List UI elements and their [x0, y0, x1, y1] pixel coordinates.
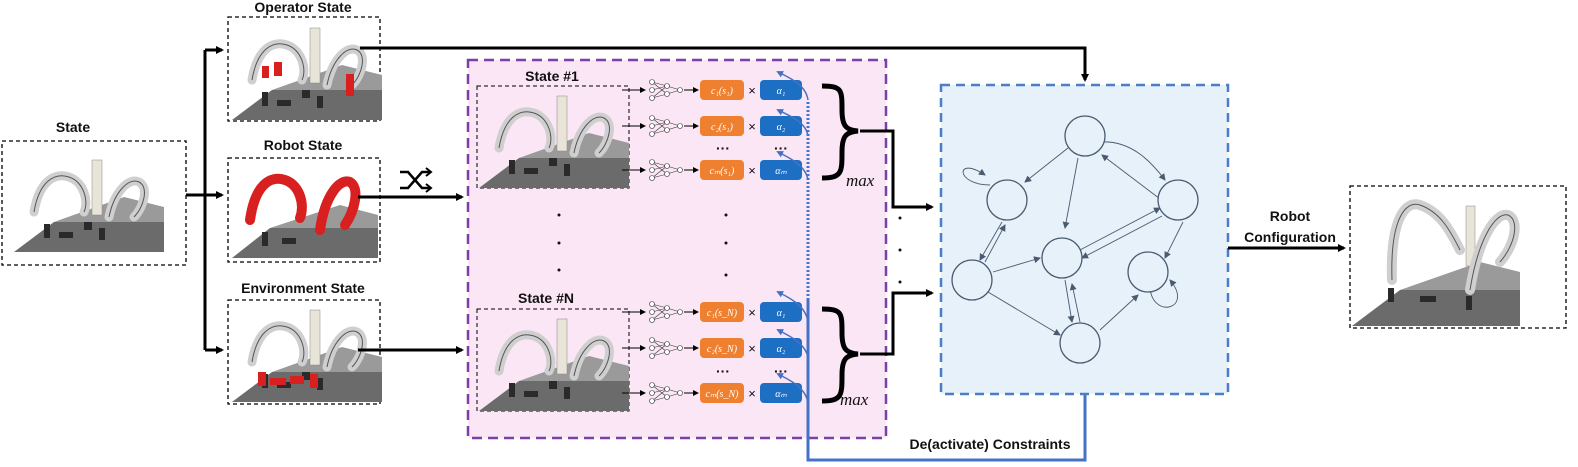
- state-label: State: [56, 119, 90, 135]
- times-symbol: ×: [748, 341, 756, 356]
- constraint-pill: [700, 160, 744, 180]
- constraint-rows-n: c₁(s_N) × α₁ c₂(s_N) × α₂ ··· ··· cₘ(s_N…: [622, 301, 802, 404]
- weight-label: α₂: [777, 122, 786, 133]
- max-label-bottom: max: [840, 390, 869, 409]
- weight-pill: [760, 383, 802, 403]
- deactivate-constraints-label: De(activate) Constraints: [909, 436, 1070, 452]
- robot-configuration-image: [1352, 199, 1520, 326]
- max-brace-top: [821, 83, 859, 181]
- constraint-pill: [700, 338, 744, 358]
- robot-state-label: Robot State: [264, 137, 343, 153]
- constraint-label: cₘ(s₁): [710, 166, 735, 177]
- max-brace-bottom: [821, 306, 859, 404]
- environment-red-objects: [258, 372, 318, 388]
- shuffle-icon: [400, 167, 433, 193]
- nn-icon: [649, 301, 683, 323]
- state-panel: [1, 140, 187, 266]
- split-arrows: [186, 46, 224, 354]
- ellipsis: ···: [716, 363, 730, 379]
- constraint-pill: [700, 383, 744, 403]
- times-symbol: ×: [748, 119, 756, 134]
- constraint-pill: [700, 80, 744, 100]
- environment-state-panel: [227, 299, 381, 405]
- environment-state-label: Environment State: [241, 280, 365, 296]
- operator-red-hands: [262, 62, 354, 96]
- weight-pill: [760, 80, 802, 100]
- ellipsis: ···: [774, 363, 788, 379]
- constraint-label: c₂(s₁): [711, 122, 734, 133]
- constraint-graph: [951, 115, 1199, 364]
- robot-configuration-panel: [1349, 185, 1567, 329]
- operator-state-image: [232, 28, 382, 120]
- deactivate-feedback-line: [776, 71, 1087, 462]
- weight-label: αₘ: [775, 166, 787, 177]
- times-symbol: ×: [748, 163, 756, 178]
- constraint-label: c₁(s₁): [711, 86, 734, 97]
- state-arrows: [358, 46, 1089, 354]
- weight-pill: [760, 338, 802, 358]
- times-symbol: ×: [748, 83, 756, 98]
- robot-state-panel: [227, 157, 381, 263]
- constraint-label: c₁(s_N): [707, 308, 738, 319]
- robot-state-image: [232, 173, 378, 258]
- constraint-rows-1: c₁(s₁) × α₁ c₂(s₁) × α₂ ··· ··· cₘ(s₁): [622, 79, 802, 181]
- constraint-pill: [700, 116, 744, 136]
- constraint-label: cₘ(s_N): [706, 389, 740, 400]
- weight-pill: [760, 160, 802, 180]
- state-n-label: State #N: [518, 290, 574, 306]
- state-scene-image: [14, 160, 164, 252]
- robot-configuration-label-2: Configuration: [1244, 229, 1336, 245]
- weight-pill: [760, 302, 802, 322]
- weight-label: α₁: [777, 86, 786, 97]
- state-1-label: State #1: [525, 68, 579, 84]
- nn-icon: [649, 159, 683, 181]
- max-arrows: [860, 129, 934, 356]
- operator-state-panel: [227, 16, 381, 122]
- constraint-pill: [700, 302, 744, 322]
- vertical-ellipsis: [557, 213, 902, 284]
- times-symbol: ×: [748, 305, 756, 320]
- operator-state-label: Operator State: [254, 0, 351, 15]
- weight-label: α₁: [777, 308, 786, 319]
- ellipsis: ···: [716, 140, 730, 156]
- weight-pill: [760, 116, 802, 136]
- nn-icon: [649, 382, 683, 404]
- times-symbol: ×: [748, 386, 756, 401]
- max-label-top: max: [846, 171, 875, 190]
- nn-icon: [649, 337, 683, 359]
- weight-label: αₘ: [775, 389, 787, 400]
- constraint-label: c₂(s_N): [707, 344, 738, 355]
- robot-configuration-label-1: Robot: [1270, 208, 1311, 224]
- nn-icon: [649, 115, 683, 137]
- nn-icon: [649, 79, 683, 101]
- environment-state-image: [232, 310, 382, 402]
- weight-label: α₂: [777, 344, 786, 355]
